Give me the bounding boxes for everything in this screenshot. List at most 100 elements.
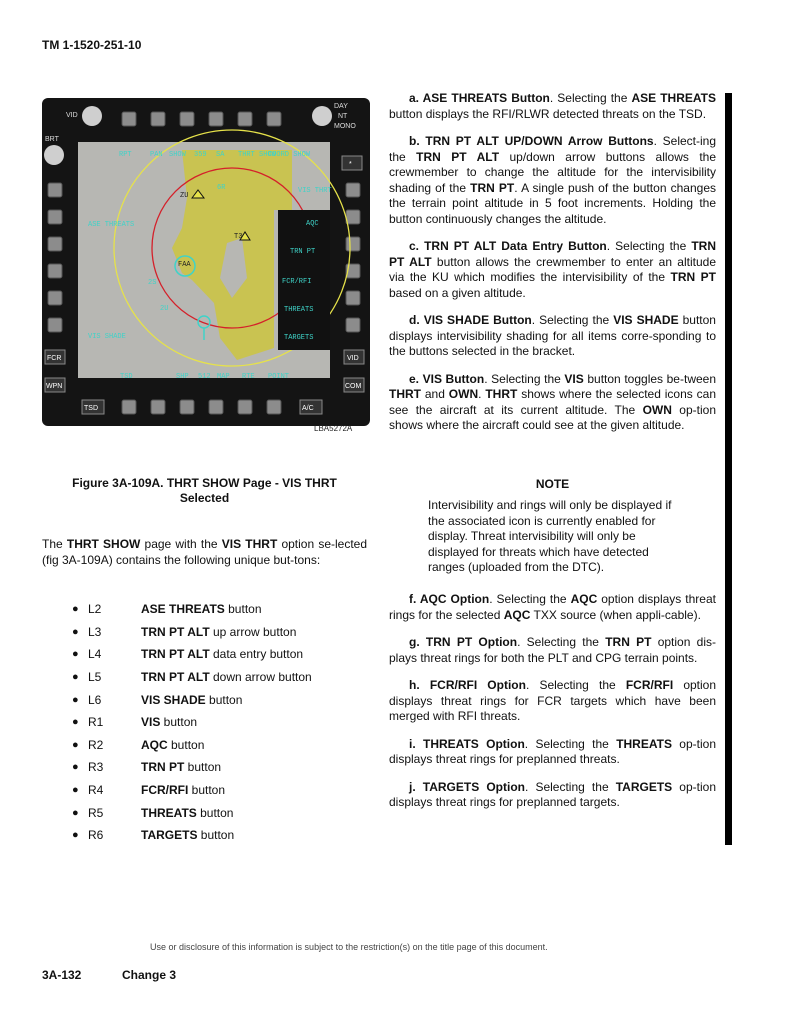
- map-label-2u: 2U: [160, 305, 168, 313]
- document-id: TM 1-1520-251-10: [42, 38, 142, 52]
- targets-option: TARGETS: [284, 334, 313, 342]
- note-text: Intervisibility and rings will only be d…: [428, 498, 672, 574]
- button-code: R2: [88, 737, 104, 752]
- shp-label: SHP: [176, 373, 189, 381]
- rpt-label: RPT: [119, 151, 132, 159]
- bullet: ●: [72, 784, 79, 797]
- bullet: ●: [72, 648, 79, 661]
- list-item: ● L4 TRN PT ALT data entry button: [72, 643, 372, 666]
- figure-caption: Figure 3A-109A. THRT SHOW Page - VIS THR…: [42, 476, 367, 506]
- com-button-label: COM: [345, 383, 362, 390]
- button-code: L3: [88, 624, 102, 639]
- figure-art-id: LBA5272A: [314, 424, 353, 433]
- left-bezel-buttons: [47, 182, 63, 333]
- caption-line-2: Selected: [179, 491, 230, 505]
- list-item: ● L3 TRN PT ALT up arrow button: [72, 621, 372, 644]
- paragraph-i: i. THREATS Option. Selecting the THREATS…: [389, 736, 716, 767]
- right-column: a. ASE THREATS Button. Selecting the ASE…: [389, 91, 716, 446]
- paragraph-g: g. TRN PT Option. Selecting the TRN PT o…: [389, 635, 716, 665]
- change-bar: [725, 93, 732, 845]
- mfd-display-figure: VID BRT DAY NT MONO FCR WPN VID COM TSD …: [42, 98, 370, 426]
- note-heading: NOTE: [535, 477, 570, 491]
- asterisk-button: *: [349, 161, 352, 168]
- button-code: R4: [88, 783, 104, 798]
- rte-label: RTE: [242, 373, 255, 381]
- tsd-screen-label: TSD: [120, 373, 133, 381]
- brt-knob-label: BRT: [45, 136, 60, 143]
- ac-button-label: A/C: [302, 405, 314, 412]
- map-label: MAP: [217, 373, 230, 381]
- fcr-button-label: FCR: [47, 355, 61, 362]
- trn-pt-option: TRN PT: [290, 248, 315, 256]
- vis-thrt-option: VIS THRT: [298, 187, 332, 195]
- top-bezel-buttons: [121, 111, 282, 127]
- day-label: DAY: [334, 103, 348, 110]
- button-name: TRN PT ALT data entry button: [141, 647, 304, 662]
- bullet: ●: [72, 603, 79, 616]
- fcr-rfi-option: FCR/RFI: [282, 278, 311, 286]
- button-name: VIS button: [141, 715, 198, 730]
- intro-paragraph: The THRT SHOW page with the VIS THRT opt…: [42, 537, 368, 567]
- show-label: SHOW: [169, 151, 187, 159]
- list-item: ● R1 VIS button: [72, 711, 372, 734]
- paragraph-a: a. ASE THREATS Button. Selecting the ASE…: [389, 91, 716, 121]
- bullet: ●: [72, 625, 79, 638]
- tsd-button-label: TSD: [84, 405, 98, 412]
- mono-label: MONO: [334, 123, 356, 130]
- button-name: TRN PT button: [141, 760, 222, 775]
- paragraph-c: c. TRN PT ALT Data Entry Button. Selecti…: [389, 239, 716, 300]
- map-label-6r: 6R: [217, 184, 226, 192]
- point-label: POINT: [268, 373, 289, 381]
- caption-line-1: Figure 3A-109A. THRT SHOW Page - VIS THR…: [72, 476, 337, 490]
- bullet: ●: [72, 693, 79, 706]
- bullet: ●: [72, 829, 79, 842]
- button-code: R1: [88, 715, 104, 730]
- bullet: ●: [72, 716, 79, 729]
- threat-symbol: [191, 189, 205, 199]
- coord-show-label: COORD SHOW: [268, 151, 311, 159]
- button-name: THREATS button: [141, 805, 234, 820]
- list-item: ● L6 VIS SHADE button: [72, 688, 372, 711]
- button-code: L4: [88, 647, 102, 662]
- button-code: R6: [88, 828, 104, 843]
- map-label-zu: ZU: [180, 192, 188, 200]
- button-name: VIS SHADE button: [141, 692, 243, 707]
- button-name: TARGETS button: [141, 828, 235, 843]
- restriction-notice: Use or disclosure of this information is…: [150, 942, 548, 952]
- button-code: R5: [88, 805, 104, 820]
- scale-readout: 512: [198, 373, 211, 381]
- nt-label: NT: [338, 113, 348, 120]
- vid-knob: [82, 106, 102, 126]
- bullet: ●: [72, 738, 79, 751]
- paragraph-j: j. TARGETS Option. Selecting the TARGETS…: [389, 779, 716, 810]
- list-item: ● R2 AQC button: [72, 734, 372, 757]
- sa-label: SA: [216, 151, 225, 159]
- vid-knob-label: VID: [66, 112, 78, 119]
- paragraph-e: e. VIS Button. Selecting the VIS button …: [389, 371, 716, 433]
- mode-knob: [312, 106, 332, 126]
- threat-ring-yellow: [113, 129, 351, 367]
- pan-label: PAN: [150, 151, 163, 159]
- button-name: TRN PT ALT up arrow button: [141, 624, 297, 639]
- bottom-bezel-buttons: [121, 399, 282, 415]
- wpn-button-label: WPN: [46, 383, 62, 390]
- acq-option: AQC: [306, 220, 319, 228]
- threats-option: THREATS: [284, 306, 313, 314]
- list-item: ● R5 THREATS button: [72, 801, 372, 824]
- bullet: ●: [72, 806, 79, 819]
- paragraph-h: h. FCR/RFI Option. Selecting the FCR/RFI…: [389, 678, 717, 723]
- faa-symbol: [174, 255, 196, 277]
- right-bezel-buttons: [345, 182, 361, 333]
- threat-symbol: [239, 231, 251, 241]
- heading-readout: 359: [194, 151, 207, 159]
- vis-shade-label: VIS SHADE: [88, 333, 126, 341]
- bullet: ●: [72, 761, 79, 774]
- change-number: Change 3: [122, 968, 177, 982]
- button-code: L6: [88, 692, 102, 707]
- paragraph-d: d. VIS SHADE Button. Selecting the VIS S…: [389, 313, 716, 358]
- thrt-show-label: THRT SHOW: [238, 151, 277, 159]
- button-name: AQC button: [141, 737, 205, 752]
